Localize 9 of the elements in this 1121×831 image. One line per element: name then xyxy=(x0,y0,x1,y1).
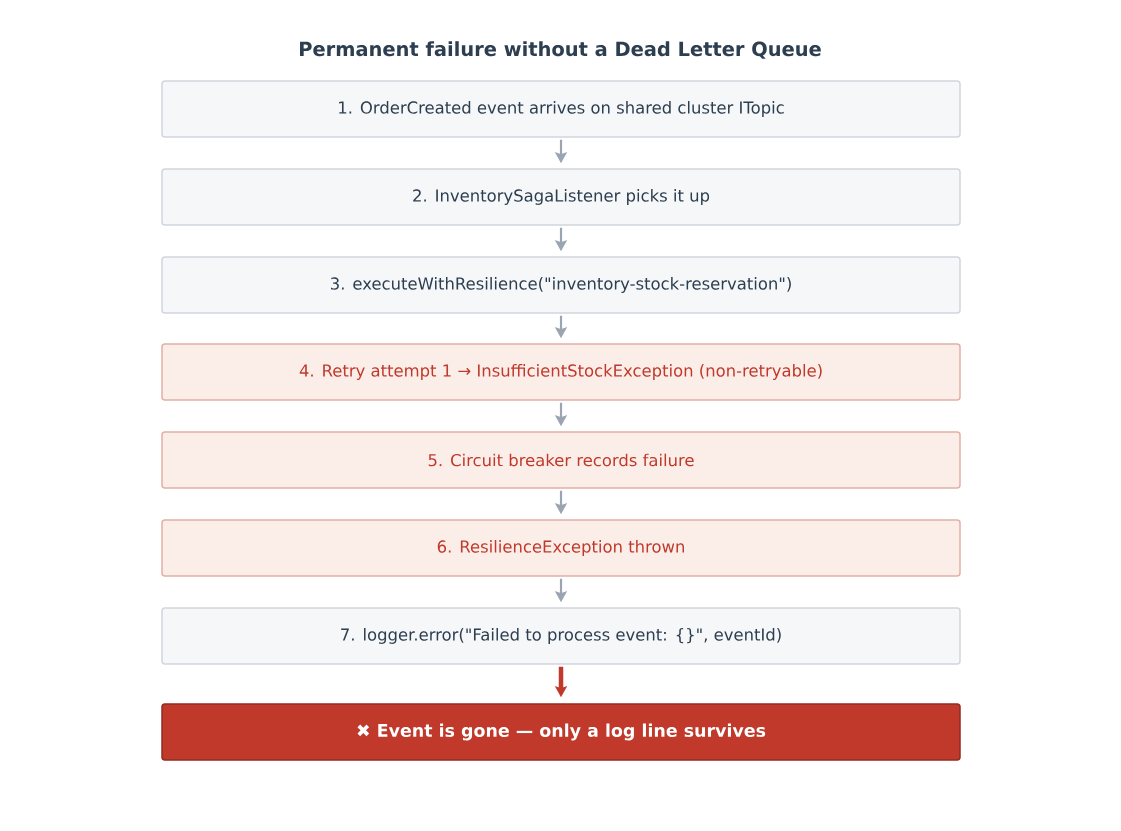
error-step-box: 5. Circuit breaker records failure xyxy=(161,431,961,489)
step-box: 7. logger.error("Failed to process event: {}", eventId) xyxy=(161,607,961,665)
outcome-box: ✖ Event is gone — only a log line survives xyxy=(161,703,961,761)
step-box: 3. executeWithResilience("inventory-stock-reservation") xyxy=(161,256,961,314)
step-box: 2. InventorySagaListener picks it up xyxy=(161,168,961,226)
step-box: 1. OrderCreated event arrives on shared cluster ITopic xyxy=(161,80,961,138)
error-step-box: 6. ResilienceException thrown xyxy=(161,519,961,577)
error-step-box: 4. Retry attempt 1 → InsufficientStockException (non-retryable) xyxy=(161,343,961,401)
diagram-title: Permanent failure without a Dead Letter Queue xyxy=(300,41,821,59)
